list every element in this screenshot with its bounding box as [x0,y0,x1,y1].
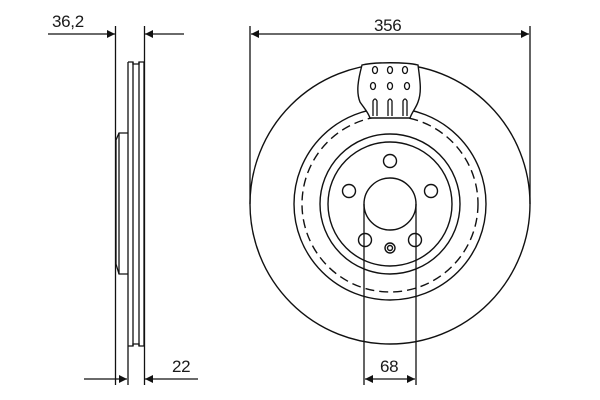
label-outer-diameter: 356 [374,16,402,35]
bolt-holes [341,153,439,248]
dimension-outer-diameter [249,26,531,204]
friction-ring-inner-edge [293,107,487,301]
ventilation-cutaway [357,62,421,119]
label-overall-thickness: 36,2 [52,12,84,31]
locating-hole [384,242,396,254]
label-center-bore: 68 [380,357,399,376]
center-bore [363,177,417,231]
label-disc-thickness: 22 [172,357,191,376]
hub-outer-circle [319,133,461,275]
side-profile-view [114,26,146,385]
dimension-disc-thickness [84,346,198,385]
hub-inner-circle [327,141,453,267]
dimension-center-bore [363,204,417,385]
